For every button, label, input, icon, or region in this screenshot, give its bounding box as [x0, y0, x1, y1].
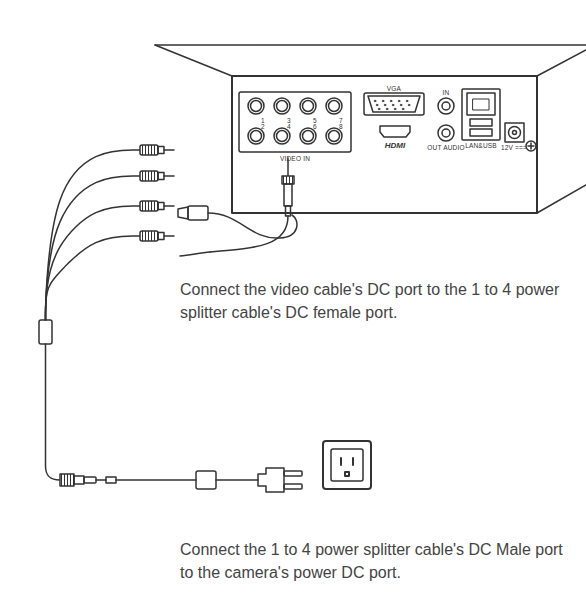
hdmi-port — [380, 126, 410, 137]
vga-pin — [376, 104, 378, 106]
bnc-jack-ring — [251, 131, 262, 142]
port-label: OUT AUDIO — [427, 145, 464, 152]
vga-pin — [382, 100, 384, 102]
bnc-jack-ring — [329, 101, 340, 112]
vga-pin — [398, 100, 400, 102]
power-adapter — [258, 468, 302, 492]
splitter-wire — [46, 236, 141, 320]
splitter-plugs — [46, 145, 175, 320]
bnc-jack-ring — [277, 101, 288, 112]
dvr-housing — [155, 45, 586, 213]
dc-plug-pin — [164, 175, 174, 177]
dc-plug-collar — [158, 147, 164, 154]
port-label: LAN&USB — [465, 143, 497, 150]
dc-plug-body — [140, 171, 158, 181]
vga-pin — [406, 100, 408, 102]
vga-port — [364, 93, 424, 115]
bnc-jack — [248, 128, 264, 144]
vga-pin — [402, 108, 404, 110]
bnc-jack-ring — [303, 101, 314, 112]
bnc-jack-ring — [329, 131, 340, 142]
instruction-text: Connect the video cable's DC port to the… — [180, 278, 580, 324]
dc-plug-body — [140, 145, 158, 155]
dc-plug-pin — [164, 235, 174, 237]
bnc-jack — [300, 98, 316, 114]
port-number: 4 — [287, 124, 291, 131]
vga-pin — [400, 104, 402, 106]
port-label: VGA — [387, 86, 401, 93]
splitter-wire — [46, 176, 141, 320]
bnc-jack — [274, 128, 290, 144]
splitter-wire — [46, 150, 141, 320]
splitter-wire — [46, 206, 141, 320]
bnc-jack-ring — [251, 101, 262, 112]
vga-pin — [392, 104, 394, 106]
port-label: VIDEO IN — [280, 156, 310, 163]
dc-plug-pin — [164, 149, 174, 151]
dc-plug-collar — [158, 173, 164, 180]
video-in-ports — [239, 92, 351, 152]
vga-pin — [384, 104, 386, 106]
bnc-jack — [248, 98, 264, 114]
bnc-jack — [300, 128, 316, 144]
dc-plug-collar — [158, 203, 164, 210]
audio-ports — [438, 98, 454, 141]
dc-plug-pin — [164, 205, 174, 207]
vga-pin — [394, 108, 396, 110]
wall-outlet — [323, 441, 371, 489]
dc-plug-body — [140, 231, 158, 241]
video-cable-dc-female — [178, 206, 297, 256]
vga-pin — [378, 108, 380, 110]
port-number: 2 — [261, 124, 265, 131]
lan-usb-ports — [462, 89, 500, 140]
vga-pin — [408, 104, 410, 106]
ground-screw — [526, 141, 536, 151]
port-label: 12V === — [501, 145, 527, 152]
port-number: 6 — [313, 124, 317, 131]
dc-plug-collar — [158, 233, 164, 240]
bnc-jack-ring — [303, 131, 314, 142]
bnc-jack — [326, 128, 342, 144]
port-label: IN — [443, 90, 450, 97]
bnc-jack-ring — [277, 131, 288, 142]
bnc-jack — [274, 98, 290, 114]
dc-plug-body — [140, 201, 158, 211]
instruction-text: Connect the 1 to 4 power splitter cable'… — [180, 538, 580, 584]
port-number: 8 — [339, 124, 343, 131]
port-label: HDMI — [385, 142, 405, 150]
vga-pin — [390, 100, 392, 102]
vga-pin — [386, 108, 388, 110]
splitter-cable — [39, 320, 258, 489]
power-jack — [505, 123, 524, 142]
vga-pin — [374, 100, 376, 102]
bnc-jack — [326, 98, 342, 114]
